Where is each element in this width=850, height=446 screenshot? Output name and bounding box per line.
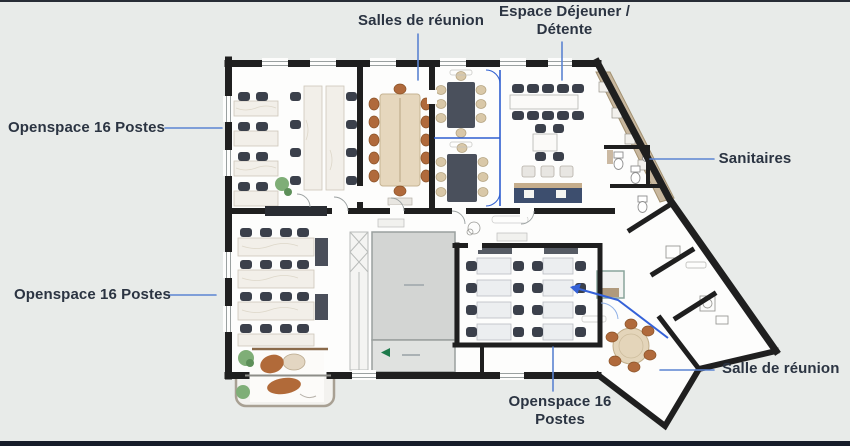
label-salles-de-reunion: Salles de réunion <box>358 12 484 29</box>
lounge-area <box>236 347 328 402</box>
glass-partitions <box>434 69 501 207</box>
label-sanitaires: Sanitaires <box>718 150 792 167</box>
label-openspace-top-left: Openspace 16 Postes <box>8 119 165 136</box>
label-espace-dejeuner-line1: Espace Déjeuner / <box>499 3 630 20</box>
label-openspace-bottom-line1: Openspace 16 <box>508 393 612 410</box>
label-openspace-bottom: Openspace 16 Postes <box>504 393 616 429</box>
route-arrow <box>570 283 669 339</box>
stairs-strip <box>349 231 369 371</box>
top-edge-bar <box>0 0 850 2</box>
room-openspace-bottom-center <box>377 215 586 341</box>
annotation-connectors <box>164 33 715 392</box>
door-arcs <box>296 193 535 225</box>
room-meeting-bottom-right <box>581 315 657 373</box>
bottom-edge-bar <box>0 441 850 446</box>
room-openspace-bottom-left <box>237 228 328 347</box>
plant-icon <box>236 385 250 399</box>
room-meeting-top <box>368 83 432 206</box>
door-gaps <box>332 90 534 250</box>
label-openspace-bottom-line2: Postes <box>535 411 585 428</box>
label-espace-dejeuner: Espace Déjeuner / Détente <box>487 3 642 39</box>
windows <box>223 58 572 380</box>
plant-icon <box>275 177 289 191</box>
label-espace-dejeuner-line2: Détente <box>536 21 593 38</box>
room-openspace-top-left <box>233 85 357 207</box>
exit-arrow-icon <box>381 348 390 357</box>
core-block <box>349 231 456 373</box>
furniture <box>233 69 729 402</box>
label-salle-de-reunion-bottom: Salle de réunion <box>722 360 840 377</box>
rooms-small-meeting <box>435 69 489 202</box>
label-openspace-mid-left: Openspace 16 Postes <box>14 286 171 303</box>
